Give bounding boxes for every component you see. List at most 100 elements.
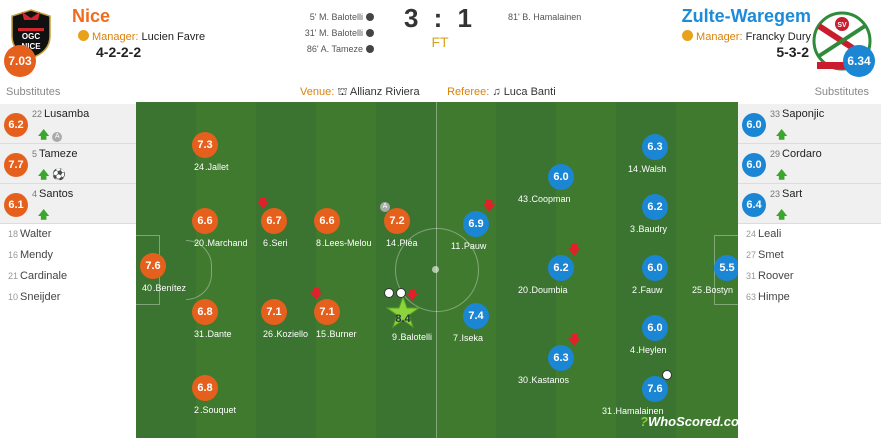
player-rating: 6.6 bbox=[192, 208, 218, 234]
away-manager-label: Manager: bbox=[696, 31, 743, 43]
sub-number: 33 bbox=[770, 109, 781, 119]
player-iseka[interactable]: 7.4 7.Iseka bbox=[453, 303, 543, 347]
sub-name: Santos bbox=[39, 188, 74, 200]
player-burner[interactable]: 7.1 🡇 15.Burner bbox=[310, 287, 357, 339]
player-rating: 7.6 bbox=[642, 376, 668, 402]
away-team-name[interactable]: Zulte-Waregem bbox=[681, 6, 811, 26]
sub-on-arrow-icon: 🡅 bbox=[776, 129, 788, 141]
sub-on-arrow-icon: 🡅 bbox=[38, 169, 50, 181]
player-rating: 6.8 bbox=[192, 299, 218, 325]
sub-off-arrow-icon: 🡇 bbox=[257, 196, 270, 210]
manager-icon bbox=[78, 30, 89, 41]
player-rating: 7.1 bbox=[314, 299, 340, 325]
sub-number: 4 bbox=[32, 189, 38, 199]
home-substitutes-header: Substitutes bbox=[6, 86, 61, 98]
player-rating: 7.4 bbox=[463, 303, 489, 329]
player-dante[interactable]: 6.8 31.Dante bbox=[192, 299, 272, 343]
goal-entry: 81' B. Hamalainen bbox=[508, 12, 582, 22]
player-souquet[interactable]: 6.8 2.Souquet bbox=[192, 375, 272, 419]
home-formation: 4-2-2-2 bbox=[96, 44, 142, 60]
sub-name: Sart bbox=[782, 188, 803, 200]
player-lees-melou[interactable]: 6.6 8.Lees-Melou bbox=[314, 208, 394, 252]
home-goalscorers: 5' M. Balotelli 31' M. Balotelli 86' A. … bbox=[280, 9, 374, 57]
player-pauw[interactable]: 6.9 🡇 11.Pauw bbox=[451, 199, 496, 251]
away-manager: Manager: Francky Dury bbox=[682, 30, 811, 43]
goal-entry: 31' M. Balotelli bbox=[280, 25, 374, 41]
venue-label: Venue: bbox=[300, 86, 335, 98]
player-jallet[interactable]: 7.3 24.Jallet bbox=[192, 132, 272, 176]
player-heylen[interactable]: 6.0 4.Heylen bbox=[630, 315, 722, 359]
home-manager-label: Manager: bbox=[92, 31, 139, 43]
player-rating: 7.2 bbox=[384, 208, 410, 234]
assist-icon: A bbox=[380, 202, 390, 212]
player-kastanos[interactable]: 6.3 🡇 30.Kastanos bbox=[518, 333, 581, 385]
player-coopman[interactable]: 6.0 43.Coopman bbox=[518, 164, 628, 208]
goal-entry: 5' M. Balotelli bbox=[280, 9, 374, 25]
man-of-the-match-star-icon bbox=[386, 296, 420, 329]
player-plea[interactable]: 7.2 A 14.Pléa bbox=[380, 202, 464, 252]
player-balotelli[interactable]: 8.4 🡇 9.Balotelli bbox=[384, 288, 470, 346]
home-manager-name: Lucien Favre bbox=[141, 31, 206, 43]
sub-rating: 6.0 bbox=[742, 113, 766, 137]
player-rating: 7.6 bbox=[140, 253, 166, 279]
player-fauw[interactable]: 6.0 2.Fauw bbox=[632, 255, 722, 299]
home-team-name[interactable]: Nice bbox=[72, 6, 111, 26]
pitch: 7.6 40.Benítez 7.3 24.Jallet 6.6 20.Marc… bbox=[136, 102, 738, 438]
sub-off-arrow-icon: 🡇 bbox=[406, 288, 419, 302]
home-team-rating: 7.03 bbox=[4, 45, 36, 77]
player-rating: 6.0 bbox=[642, 315, 668, 341]
player-rating: 6.2 bbox=[548, 255, 574, 281]
sub-number: 5 bbox=[32, 149, 38, 159]
match-status: FT bbox=[431, 34, 449, 50]
player-seri[interactable]: 6.7 🡇 6.Seri bbox=[257, 196, 288, 248]
sub-off-arrow-icon: 🡇 bbox=[483, 199, 496, 213]
pitch-stripe bbox=[496, 102, 556, 438]
sub-rating: 7.7 bbox=[4, 153, 28, 177]
player-koziello[interactable]: 7.1 26.Koziello bbox=[261, 299, 341, 343]
stadium-icon: ⛫ bbox=[337, 86, 348, 98]
player-baudry[interactable]: 6.2 3.Baudry bbox=[630, 194, 722, 238]
ball-icon bbox=[366, 45, 374, 53]
sub-on-arrow-icon: 🡅 bbox=[38, 129, 50, 141]
player-hamalainen[interactable]: 7.6 31.Hamalainen bbox=[602, 370, 722, 420]
player-walsh[interactable]: 6.3 14.Walsh bbox=[628, 134, 722, 178]
whoscored-watermark: ?WhoScored.com bbox=[640, 414, 751, 429]
player-bostyn[interactable]: 5.5 25.Bostyn bbox=[692, 255, 738, 299]
referee-name: Luca Banti bbox=[503, 86, 556, 98]
player-rating: 7.1 bbox=[261, 299, 287, 325]
player-benitez[interactable]: 7.6 40.Benítez bbox=[140, 253, 220, 297]
crest-text-2: NICE bbox=[21, 42, 41, 51]
player-rating: 6.0 bbox=[642, 255, 668, 281]
player-rating: 7.3 bbox=[192, 132, 218, 158]
player-rating: 5.5 bbox=[714, 255, 738, 281]
player-rating: 6.9 bbox=[463, 211, 489, 237]
pitch-stripe bbox=[256, 102, 316, 438]
assist-icon: A bbox=[52, 132, 63, 142]
player-rating: 6.2 bbox=[642, 194, 668, 220]
player-rating: 6.0 bbox=[548, 164, 574, 190]
sub-off-arrow-icon: 🡇 bbox=[568, 243, 581, 257]
player-doumbia[interactable]: 6.2 🡇 20.Doumbia bbox=[518, 243, 581, 295]
goal-ball-icon bbox=[396, 288, 406, 298]
away-substitutes-header: Substitutes bbox=[814, 86, 869, 98]
player-marchand[interactable]: 6.6 20.Marchand bbox=[192, 208, 272, 252]
crest-text-1: OGC bbox=[22, 32, 40, 41]
ball-icon bbox=[366, 29, 374, 37]
away-team-rating: 6.34 bbox=[843, 45, 875, 77]
sub-name: Cordaro bbox=[782, 148, 822, 160]
